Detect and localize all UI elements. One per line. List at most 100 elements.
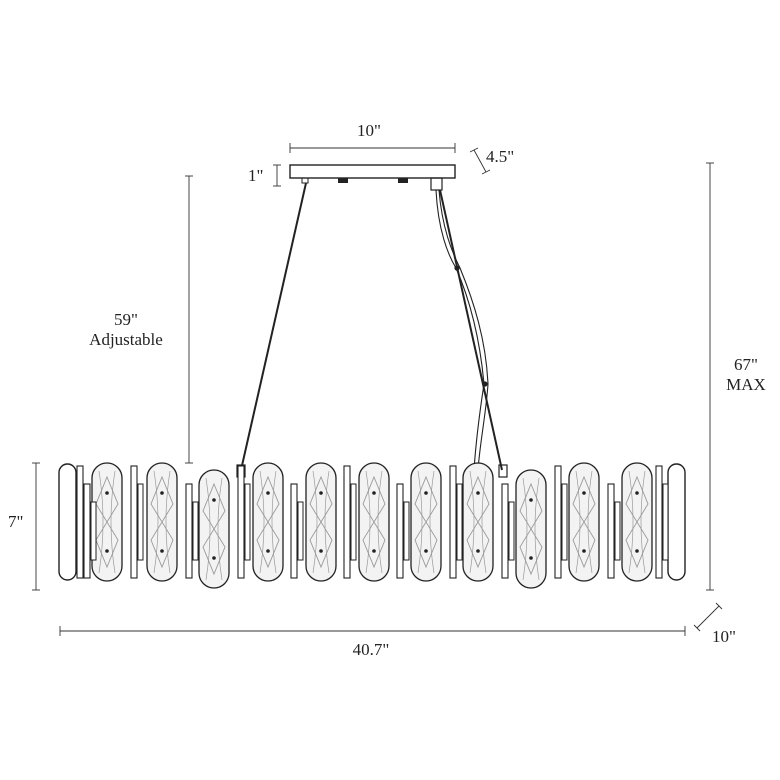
support-bar: [501, 483, 509, 579]
shade-dot: [476, 491, 480, 495]
shade-pattern: [150, 475, 174, 569]
overall-height-label: 67": [734, 355, 758, 374]
shade-dot: [424, 491, 428, 495]
support-bar: [290, 483, 298, 579]
shade-dot: [160, 549, 164, 553]
shade-dot: [635, 491, 639, 495]
support-bar: [662, 483, 669, 561]
canopy-width-label: 10": [357, 121, 381, 140]
shade-dot: [424, 549, 428, 553]
dimension-overall-height: 67" MAX: [706, 162, 766, 591]
support-bar: [90, 501, 97, 561]
dimension-fixture-width: 40.7": [59, 626, 686, 659]
dimension-fixture-height: 7": [8, 462, 40, 591]
shade-pattern: [309, 475, 333, 569]
support-bar: [343, 465, 351, 579]
shade-pattern: [534, 477, 540, 581]
shade-pattern: [256, 475, 280, 569]
shade-pattern: [417, 470, 423, 574]
end-cap-left: [58, 463, 77, 581]
shade-dot: [212, 556, 216, 560]
cable-adjustable-label: Adjustable: [89, 330, 163, 349]
shade-pattern: [587, 470, 593, 574]
canopy: [289, 164, 456, 191]
support-bar: [76, 465, 84, 579]
shade-pattern: [312, 470, 318, 574]
shade-dot: [529, 498, 533, 502]
shade-pattern: [481, 470, 487, 574]
support-bar: [83, 483, 91, 579]
support-bar: [185, 483, 193, 579]
canopy-height-label: 1": [248, 166, 263, 185]
support-bar: [350, 483, 357, 561]
shade-pattern: [429, 470, 435, 574]
dimension-fixture-depth: 10": [693, 602, 736, 646]
support-bar: [561, 483, 568, 561]
fixture-width-label: 40.7": [353, 640, 390, 659]
shade-pattern: [205, 477, 211, 581]
shade-pattern: [202, 482, 226, 576]
shade-dot: [372, 491, 376, 495]
shade-pattern: [575, 470, 581, 574]
dimension-canopy-width: 10": [289, 121, 456, 153]
shade-pattern: [271, 470, 277, 574]
shade-dot: [319, 549, 323, 553]
shade-pattern: [377, 470, 383, 574]
shade-dot: [635, 549, 639, 553]
shade-pattern: [362, 475, 386, 569]
shade-dot: [372, 549, 376, 553]
support-bar: [508, 501, 515, 561]
fixture-height-label: 7": [8, 512, 23, 531]
shade-pattern: [640, 470, 646, 574]
fixture-depth-label: 10": [712, 627, 736, 646]
dimension-cable-length: 59" Adjustable: [89, 175, 193, 464]
support-bar: [403, 501, 410, 561]
shade-dot: [582, 549, 586, 553]
support-bar: [607, 483, 615, 579]
shade-pattern: [466, 475, 490, 569]
dimension-canopy-height: 1": [248, 164, 281, 187]
shade-dot: [266, 549, 270, 553]
support-bar: [655, 465, 663, 579]
shade-pattern: [469, 470, 475, 574]
overall-height-max-label: MAX: [726, 375, 766, 394]
fixture-body: [58, 462, 686, 589]
shade-dot: [105, 549, 109, 553]
shade-pattern: [110, 470, 116, 574]
shade-dot: [529, 556, 533, 560]
support-bar: [554, 465, 562, 579]
support-bar: [237, 465, 245, 579]
support-bar: [130, 465, 138, 579]
shade-pattern: [414, 475, 438, 569]
canopy-depth-label: 4.5": [486, 147, 514, 166]
shade-dot: [476, 549, 480, 553]
support-bar: [449, 465, 457, 579]
shade-pattern: [365, 470, 371, 574]
support-bar: [297, 501, 304, 561]
shade-dot: [266, 491, 270, 495]
shade-pattern: [324, 470, 330, 574]
support-bar: [614, 501, 621, 561]
end-cap-right: [667, 463, 686, 581]
shade-dot: [160, 491, 164, 495]
dimension-canopy-depth: 4.5": [469, 147, 514, 175]
shade-pattern: [259, 470, 265, 574]
shade-pattern: [519, 482, 543, 576]
support-bar: [244, 483, 251, 561]
suspension-cables: [236, 182, 508, 478]
shade-pattern: [217, 477, 223, 581]
shade-pattern: [98, 470, 104, 574]
shade-pattern: [165, 470, 171, 574]
shade-dot: [319, 491, 323, 495]
shade-pattern: [522, 477, 528, 581]
shade-pattern: [628, 470, 634, 574]
support-bar: [137, 483, 144, 561]
shade-dot: [212, 498, 216, 502]
support-bar: [192, 501, 199, 561]
shade-pattern: [572, 475, 596, 569]
cable-length-label: 59": [114, 310, 138, 329]
support-bar: [396, 483, 404, 579]
support-bar: [456, 483, 463, 561]
shade-pattern: [153, 470, 159, 574]
